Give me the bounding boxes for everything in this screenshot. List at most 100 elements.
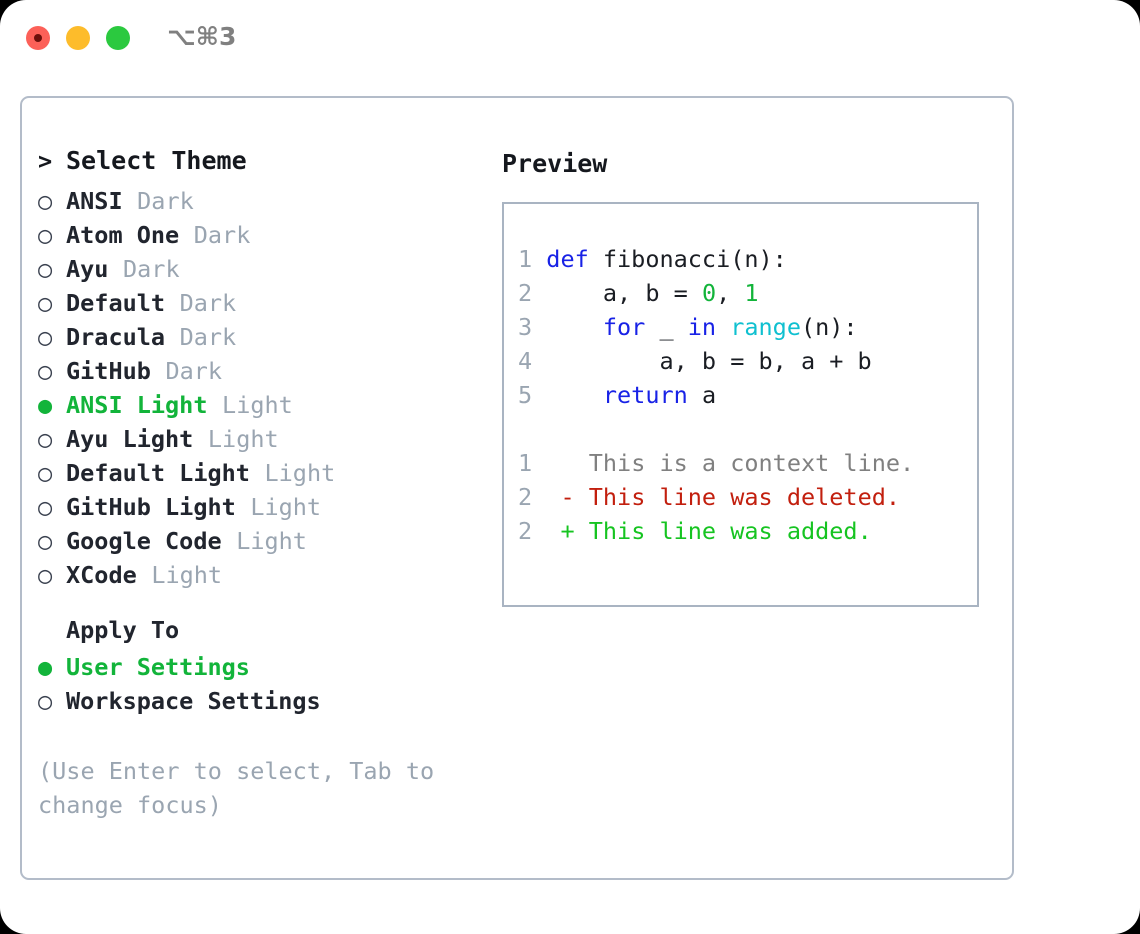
preview-column: Preview 1 def fibonacci(n):2 a, b = 0, 1… xyxy=(502,146,1002,607)
theme-name: ANSI xyxy=(66,187,123,215)
code-token: def xyxy=(546,245,603,273)
diff-marker: - xyxy=(560,483,575,511)
code-token: a, b = xyxy=(546,279,702,307)
theme-list-item[interactable]: ○ Ayu Light Light xyxy=(38,422,478,456)
theme-variant-badge: Dark xyxy=(179,289,237,317)
apply-to-heading: Apply To xyxy=(38,616,478,650)
code-line-number: 3 xyxy=(518,313,533,341)
radio-unselected-icon[interactable]: ○ xyxy=(38,323,53,351)
theme-variant-badge: Dark xyxy=(137,187,194,215)
code-gutter-space xyxy=(532,381,546,409)
preview-title: Preview xyxy=(502,149,608,178)
diff-line: 2 - This line was deleted. xyxy=(518,480,977,514)
theme-list-item[interactable]: ○ ANSI Dark xyxy=(38,184,478,218)
radio-unselected-icon[interactable]: ○ xyxy=(38,289,53,317)
radio-selected-icon[interactable]: ● xyxy=(38,391,53,419)
select-theme-header: > Select Theme xyxy=(38,146,478,182)
code-line: 5 return a xyxy=(518,378,977,412)
maximize-window-button[interactable] xyxy=(106,26,130,50)
radio-unselected-icon[interactable]: ○ xyxy=(38,527,53,555)
radio-unselected-icon[interactable]: ○ xyxy=(38,187,53,215)
radio-unselected-icon[interactable]: ○ xyxy=(38,221,53,249)
code-gutter-space xyxy=(532,347,546,375)
minimize-window-button[interactable] xyxy=(66,26,90,50)
diff-text: This line was added. xyxy=(588,517,872,545)
code-line-number: 1 xyxy=(518,245,533,273)
code-token: (n): xyxy=(800,313,858,341)
code-token: 1 xyxy=(744,279,759,307)
apply-to-list[interactable]: ●User Settings ○ Workspace Settings xyxy=(38,650,478,718)
radio-unselected-icon[interactable]: ○ xyxy=(38,459,53,487)
radio-selected-icon[interactable]: ● xyxy=(38,653,53,681)
code-gutter-space xyxy=(532,245,546,273)
diff-line-number: 2 xyxy=(518,483,533,511)
code-line: 3 for _ in range(n): xyxy=(518,310,977,344)
code-token: , xyxy=(716,279,745,307)
window-shortcut-label: ⌥⌘3 xyxy=(167,22,237,51)
diff-marker-space xyxy=(575,483,589,511)
apply-to-heading-spacer xyxy=(38,616,66,644)
code-token xyxy=(546,381,603,409)
diff-line: 1 This is a context line. xyxy=(518,446,977,480)
code-token: return xyxy=(602,381,702,409)
code-line-number: 2 xyxy=(518,279,533,307)
theme-name: Default Light xyxy=(66,459,250,487)
apply-to-option-label: Workspace Settings xyxy=(66,687,321,715)
radio-unselected-icon[interactable]: ○ xyxy=(38,493,53,521)
code-token: a xyxy=(701,381,717,409)
apply-to-heading-label: Apply To xyxy=(66,616,180,644)
diff-marker xyxy=(560,449,574,477)
traffic-light-group xyxy=(26,26,130,50)
code-token: in xyxy=(687,313,731,341)
theme-variant-badge: Dark xyxy=(165,357,223,385)
radio-unselected-icon[interactable]: ○ xyxy=(38,561,53,589)
code-token xyxy=(546,313,603,341)
diff-marker-space xyxy=(575,449,589,477)
code-token: a, b = b, a + b xyxy=(546,347,872,375)
radio-unselected-icon[interactable]: ○ xyxy=(38,357,53,385)
apply-to-option[interactable]: ○ Workspace Settings xyxy=(38,684,478,718)
theme-name: ANSI Light xyxy=(66,391,208,419)
radio-unselected-icon[interactable]: ○ xyxy=(38,425,53,453)
theme-name: Ayu Light xyxy=(66,425,194,453)
code-line: 2 a, b = 0, 1 xyxy=(518,276,977,310)
radio-unselected-icon[interactable]: ○ xyxy=(38,687,53,715)
diff-line-number: 2 xyxy=(518,517,533,545)
theme-variant-badge: Light xyxy=(207,425,279,453)
apply-to-option[interactable]: ●User Settings xyxy=(38,650,478,684)
prompt-caret-icon: > xyxy=(38,147,53,175)
code-token: range xyxy=(730,313,801,341)
radio-unselected-icon[interactable]: ○ xyxy=(38,255,53,283)
theme-variant-badge: Light xyxy=(222,391,293,419)
code-line: 1 def fibonacci(n): xyxy=(518,242,977,276)
code-line: 4 a, b = b, a + b xyxy=(518,344,977,378)
diff-line: 2 + This line was added. xyxy=(518,514,977,548)
theme-variant-badge: Dark xyxy=(193,221,251,249)
close-window-button[interactable] xyxy=(26,26,50,50)
theme-name: Dracula xyxy=(66,323,166,351)
code-token: for xyxy=(602,313,660,341)
diff-line-number: 1 xyxy=(518,449,533,477)
code-token: 0 xyxy=(701,279,717,307)
code-gutter-space xyxy=(532,279,546,307)
code-token: _ xyxy=(659,313,688,341)
theme-variant-badge: Light xyxy=(236,527,307,555)
diff-marker-space xyxy=(575,517,589,545)
theme-list-item[interactable]: ● ANSI Light Light xyxy=(38,388,478,422)
diff-gutter-space xyxy=(532,449,560,477)
theme-name: XCode xyxy=(66,561,137,589)
